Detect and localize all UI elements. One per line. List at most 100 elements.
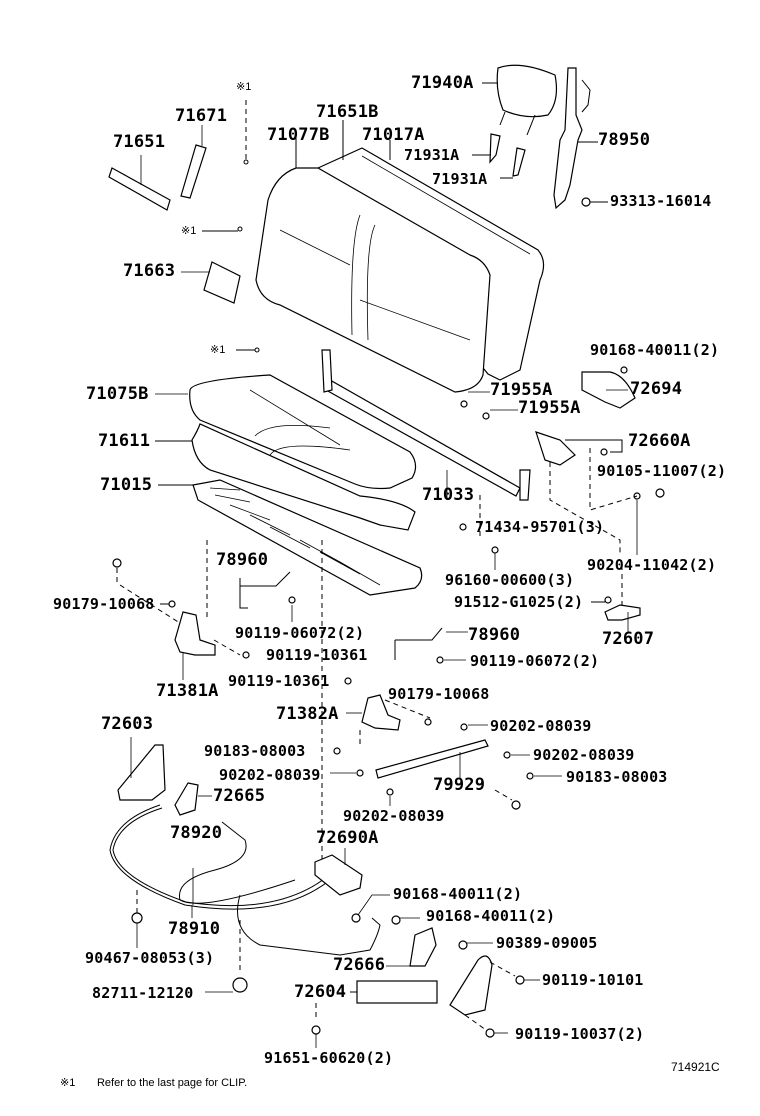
clamp-82711-12120[interactable]	[232, 977, 248, 993]
label-71931A[interactable]: 71931A	[432, 170, 488, 188]
label-72607[interactable]: 72607	[602, 629, 655, 649]
label-90168-40011[interactable]: 90168-40011(2)	[426, 907, 556, 925]
bolt-91651-60620[interactable]	[311, 1025, 321, 1035]
rod-78960[interactable]	[239, 571, 291, 609]
label-71382A[interactable]: 71382A	[276, 704, 339, 724]
label-71663[interactable]: 71663	[123, 261, 176, 281]
seat-back-cover-71077B[interactable]	[255, 167, 491, 393]
label-90119-10037[interactable]: 90119-10037(2)	[515, 1025, 645, 1043]
label-72690A[interactable]: 72690A	[316, 828, 379, 848]
bolt-93313-16014[interactable]	[581, 197, 591, 207]
pad-71663[interactable]	[203, 261, 241, 304]
seat-belt-78950[interactable]	[553, 67, 591, 210]
label-79929[interactable]: 79929	[433, 775, 486, 795]
label-90119-10361[interactable]: 90119-10361	[266, 646, 368, 664]
handle-72690A[interactable]	[314, 854, 363, 896]
footnote-text: Refer to the last page for CLIP.	[96, 1077, 248, 1089]
cable-78920[interactable]	[178, 821, 296, 904]
label-90202-08039[interactable]: 90202-08039	[490, 717, 592, 735]
label-72694[interactable]: 72694	[630, 379, 683, 399]
label-71381A[interactable]: 71381A	[156, 681, 219, 701]
label-90168-40011[interactable]: 90168-40011(2)	[590, 341, 720, 359]
label-72603[interactable]: 72603	[101, 714, 154, 734]
label-90202-08039[interactable]: 90202-08039	[533, 746, 635, 764]
screw-90168-40011[interactable]	[620, 366, 628, 374]
label-90202-08039[interactable]: 90202-08039	[219, 766, 321, 784]
pad-71671[interactable]	[180, 144, 207, 199]
label-90183-08003[interactable]: 90183-08003	[204, 742, 306, 760]
label-71077B[interactable]: 71077B	[267, 125, 330, 145]
label-71671[interactable]: 71671	[175, 106, 228, 126]
pad-72604[interactable]	[356, 980, 438, 1004]
label-71611[interactable]: 71611	[98, 431, 151, 451]
label-71434-95701[interactable]: 71434-95701(3)	[475, 518, 605, 536]
label-90202-08039[interactable]: 90202-08039	[343, 807, 445, 825]
seat-cushion-pad-71611[interactable]	[191, 423, 416, 531]
seat-cushion-cover-71075B[interactable]	[189, 374, 417, 490]
label-90119-06072[interactable]: 90119-06072(2)	[470, 652, 600, 670]
label-78950[interactable]: 78950	[598, 130, 651, 150]
label-71955A[interactable]: 71955A	[518, 398, 581, 418]
label-82711-12120[interactable]: 82711-12120	[92, 984, 194, 1002]
bracket-72604[interactable]	[449, 955, 493, 1016]
label-72604[interactable]: 72604	[294, 982, 347, 1002]
seat-cushion-frame-71015[interactable]	[192, 479, 423, 596]
label-90204-11042[interactable]: 90204-11042(2)	[587, 556, 717, 574]
clip-marker: ※1	[181, 225, 197, 237]
label-91512-G1025[interactable]: 91512-G1025(2)	[454, 593, 584, 611]
latch-72660A[interactable]	[535, 431, 576, 466]
bolt-90105-11007[interactable]	[655, 488, 665, 498]
label-90119-06072[interactable]: 90119-06072(2)	[235, 624, 365, 642]
label-71940A[interactable]: 71940A	[411, 73, 474, 93]
label-71931A[interactable]: 71931A	[404, 146, 460, 164]
label-71033[interactable]: 71033	[422, 485, 475, 505]
label-78920[interactable]: 78920	[170, 823, 223, 843]
label-71075B[interactable]: 71075B	[86, 384, 149, 404]
label-78960[interactable]: 78960	[216, 550, 269, 570]
headrest-support-71931A[interactable]	[489, 133, 526, 177]
bracket-72607[interactable]	[604, 604, 641, 621]
frame-rail-71033[interactable]	[321, 349, 531, 501]
pin-71955A[interactable]	[482, 412, 490, 420]
footnote: ※1 Refer to the last page for CLIP.	[60, 1071, 247, 1090]
hinge-71382A[interactable]	[361, 694, 401, 731]
label-78910[interactable]: 78910	[168, 919, 221, 939]
label-78960[interactable]: 78960	[468, 625, 521, 645]
cable-78910[interactable]	[109, 804, 331, 910]
label-90105-11007[interactable]: 90105-11007(2)	[597, 462, 727, 480]
pin-71955A[interactable]	[460, 400, 468, 408]
footnote-marker: ※1	[60, 1077, 76, 1089]
label-71955A[interactable]: 71955A	[490, 380, 553, 400]
label-72666[interactable]: 72666	[333, 955, 386, 975]
label-91651-60620[interactable]: 91651-60620(2)	[264, 1049, 394, 1067]
label-90179-10068[interactable]: 90179-10068	[53, 595, 155, 613]
label-71015[interactable]: 71015	[100, 475, 153, 495]
pad-71651[interactable]	[108, 167, 171, 211]
label-71651[interactable]: 71651	[113, 132, 166, 152]
label-90119-10101[interactable]: 90119-10101	[542, 971, 644, 989]
bar-79929[interactable]	[375, 739, 489, 779]
label-90183-08003[interactable]: 90183-08003	[566, 768, 668, 786]
label-72660A[interactable]: 72660A	[628, 431, 691, 451]
label-71651B[interactable]: 71651B	[316, 102, 379, 122]
bracket-72665[interactable]	[174, 782, 199, 816]
headrest-71940A[interactable]	[496, 64, 558, 136]
rod-78960[interactable]	[394, 627, 443, 660]
hinge-71381A[interactable]	[174, 611, 216, 656]
label-71017A[interactable]: 71017A	[362, 125, 425, 145]
label-90119-10361[interactable]: 90119-10361	[228, 672, 330, 690]
clip-marker: ※1	[236, 81, 252, 93]
label-72665[interactable]: 72665	[213, 786, 266, 806]
bracket-72603[interactable]	[117, 744, 166, 801]
cable-72666[interactable]	[237, 894, 381, 956]
label-96160-00600[interactable]: 96160-00600(3)	[445, 571, 575, 589]
label-93313-16014[interactable]: 93313-16014	[610, 192, 712, 210]
label-90168-40011[interactable]: 90168-40011(2)	[393, 885, 523, 903]
label-90389-09005[interactable]: 90389-09005	[496, 934, 598, 952]
label-90467-08053[interactable]: 90467-08053(3)	[85, 949, 215, 967]
bracket-72666[interactable]	[409, 927, 437, 967]
label-90179-10068[interactable]: 90179-10068	[388, 685, 490, 703]
clip-90467-08053[interactable]	[131, 912, 143, 924]
